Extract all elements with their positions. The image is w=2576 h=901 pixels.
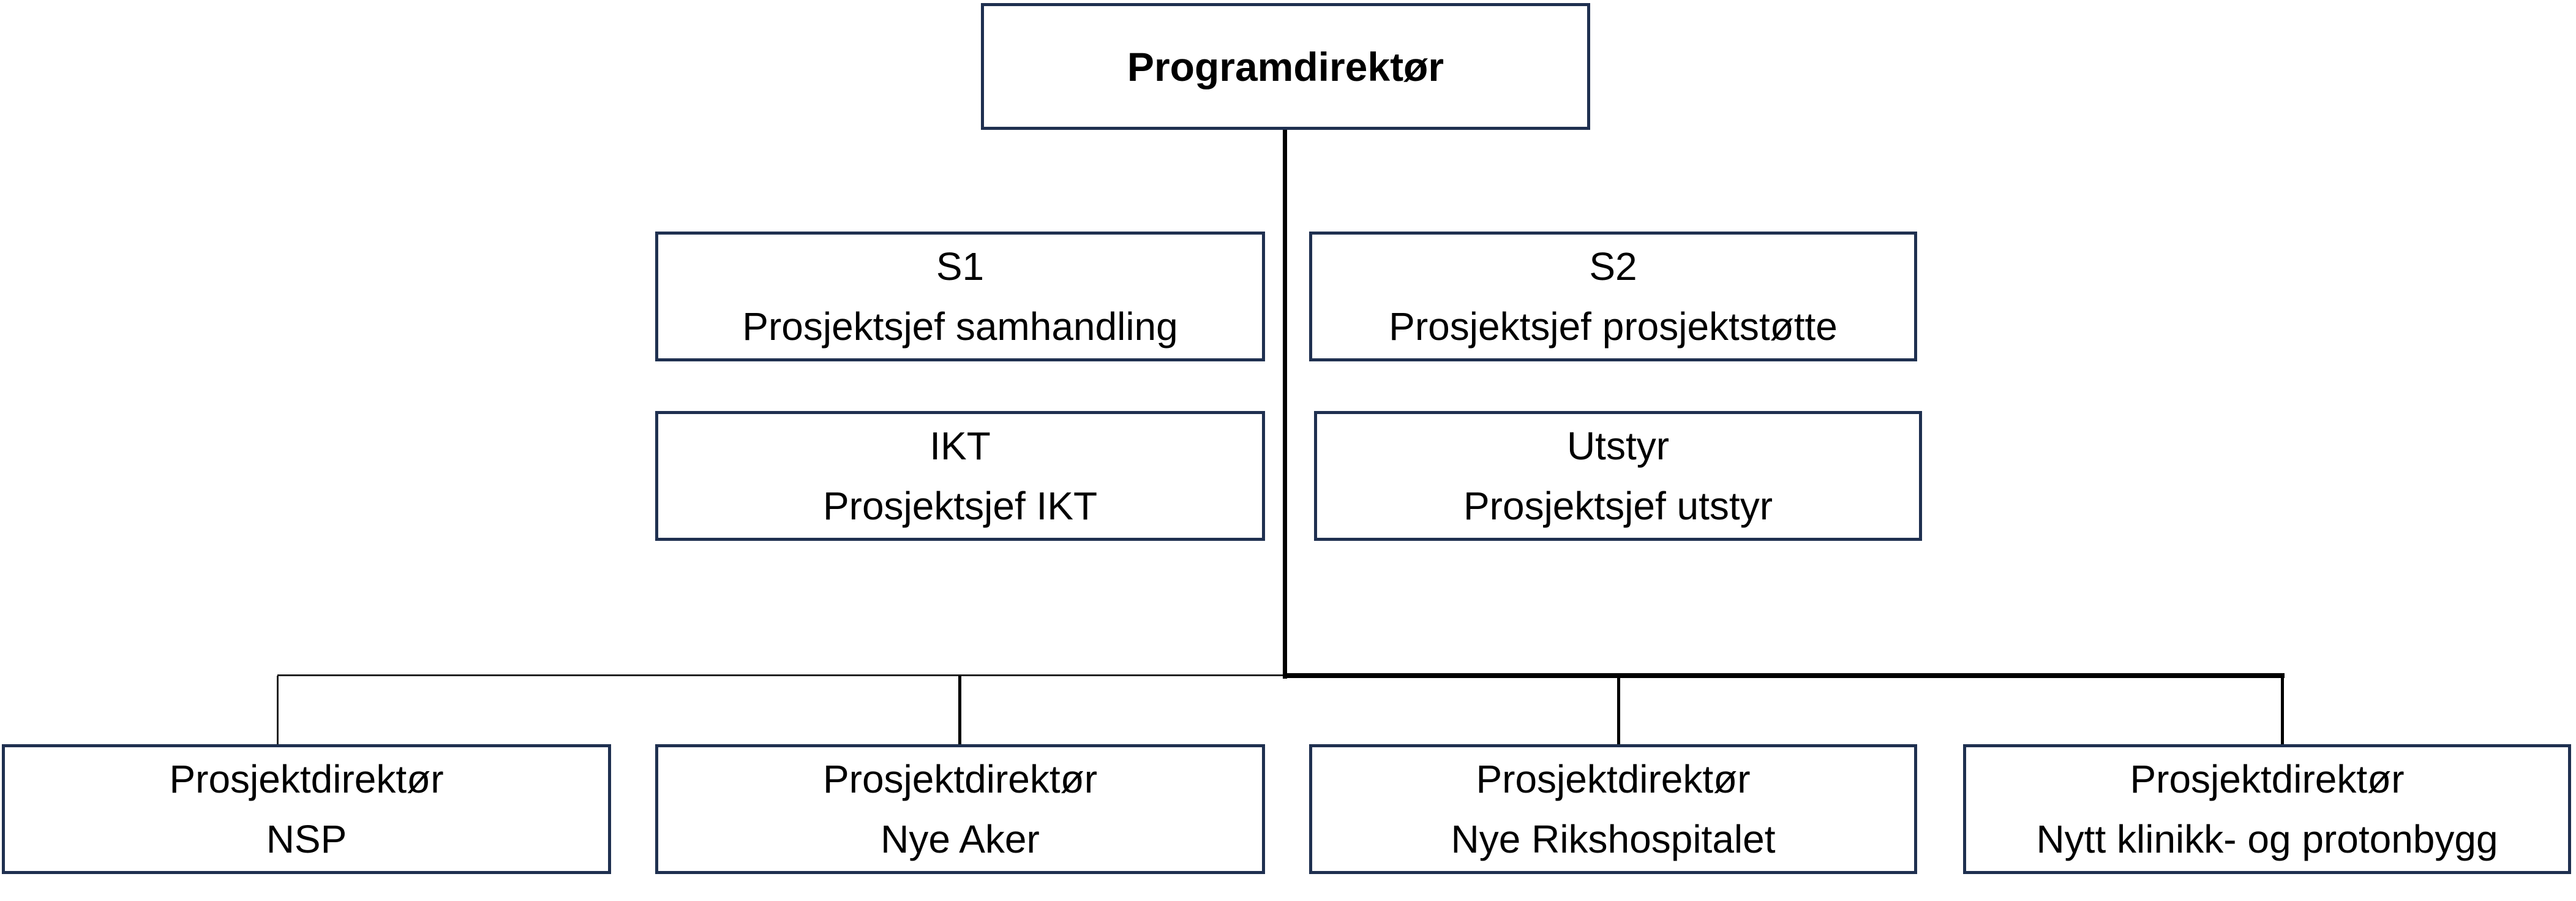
staff-title: Prosjektsjef IKT — [822, 484, 1098, 528]
staff-box-s2: S2 Prosjektsjef prosjektstøtte — [1309, 232, 1917, 361]
staff-code: IKT — [929, 424, 991, 468]
trunk-connector — [1283, 130, 1287, 679]
drop-connector-nsp — [277, 676, 279, 745]
staff-box-s1: S1 Prosjektsjef samhandling — [655, 232, 1265, 361]
staff-code: S2 — [1589, 244, 1637, 288]
staff-title: Prosjektsjef samhandling — [742, 304, 1178, 349]
staff-box-ikt: IKT Prosjektsjef IKT — [655, 411, 1265, 541]
project-role: Prosjektdirektør — [822, 757, 1098, 801]
project-role: Prosjektdirektør — [2130, 757, 2405, 801]
project-box-nye-rikshospitalet: Prosjektdirektør Nye Rikshospitalet — [1309, 744, 1917, 874]
staff-code: S1 — [936, 244, 985, 288]
branch-connector-right — [1283, 673, 2285, 678]
project-box-nye-aker: Prosjektdirektør Nye Aker — [655, 744, 1265, 874]
project-box-nsp: Prosjektdirektør NSP — [2, 744, 611, 874]
project-name: Nytt klinikk- og protonbygg — [2036, 817, 2498, 861]
project-name: Nye Rikshospitalet — [1451, 817, 1776, 861]
programdirektor-title: Programdirektør — [1127, 43, 1444, 89]
programdirektor-box: Programdirektør — [981, 3, 1590, 130]
drop-connector-nye-rikshospitalet — [1617, 676, 1620, 745]
staff-box-utstyr: Utstyr Prosjektsjef utstyr — [1314, 411, 1922, 541]
drop-connector-klinikk-protonbygg — [2281, 676, 2284, 745]
project-role: Prosjektdirektør — [1476, 757, 1751, 801]
drop-connector-nye-aker — [958, 676, 961, 745]
staff-code: Utstyr — [1566, 424, 1670, 468]
project-role: Prosjektdirektør — [169, 757, 444, 801]
staff-title: Prosjektsjef utstyr — [1463, 484, 1773, 528]
project-name: NSP — [266, 817, 347, 861]
project-box-klinikk-protonbygg: Prosjektdirektør Nytt klinikk- og proton… — [1963, 744, 2571, 874]
staff-title: Prosjektsjef prosjektstøtte — [1389, 304, 1838, 349]
branch-connector-left — [277, 674, 1285, 676]
project-name: Nye Aker — [881, 817, 1040, 861]
